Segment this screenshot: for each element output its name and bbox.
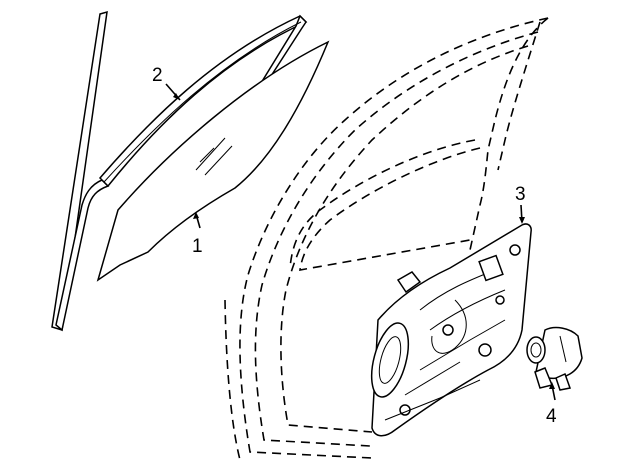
regulator-panel: [370, 223, 532, 437]
callout-2: 2: [152, 65, 163, 86]
callout-3: 3: [515, 184, 526, 205]
door-glass: [96, 40, 330, 282]
door-outline: [224, 17, 549, 461]
callout-1: 1: [192, 236, 203, 257]
leader-lines: [165, 83, 556, 401]
callout-4: 4: [546, 406, 557, 427]
regulator-motor: [526, 326, 583, 391]
